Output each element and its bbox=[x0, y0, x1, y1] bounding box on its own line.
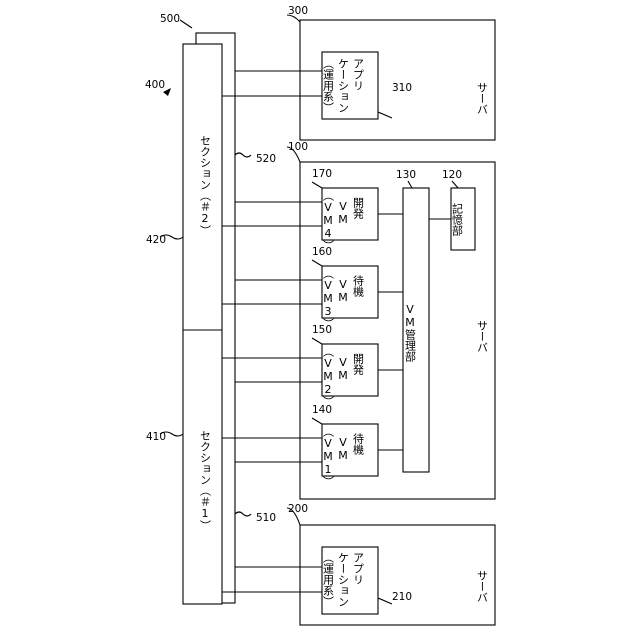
ref-vm2: 150 bbox=[312, 324, 332, 336]
vm1-id: （VM1） bbox=[322, 426, 335, 487]
ref-vm1: 140 bbox=[312, 404, 332, 416]
ref-section1: 410 bbox=[146, 431, 166, 443]
vm4-id: （VM4） bbox=[322, 190, 335, 251]
vm3-id: （VM3） bbox=[322, 268, 335, 329]
ref-network: 500 bbox=[160, 13, 180, 25]
vm2-role: 開発 bbox=[352, 353, 365, 376]
storage-label: 記憶部 bbox=[451, 202, 464, 236]
vm4-role: 開発 bbox=[352, 197, 365, 220]
vm2-id: （VM2） bbox=[322, 346, 335, 407]
app-top-line3: （運用系） bbox=[322, 58, 335, 113]
vm2-vm: VM bbox=[337, 356, 350, 382]
ref-server-top: 300 bbox=[288, 5, 308, 17]
ref-storage: 120 bbox=[442, 169, 462, 181]
app-bottom-line3: （運用系） bbox=[322, 552, 335, 607]
ref-server-bottom: 200 bbox=[288, 503, 308, 515]
vm3-role: 待機 bbox=[352, 274, 365, 298]
ref-app-bottom: 210 bbox=[392, 591, 412, 603]
section1-label: セクション（＃1） bbox=[199, 430, 212, 531]
vm1-role: 待機 bbox=[352, 432, 365, 456]
server-mid-label: サーバ bbox=[476, 320, 489, 353]
ref-section1-lines: 510 bbox=[256, 512, 276, 524]
ref-vm-manager: 130 bbox=[396, 169, 416, 181]
ref-server-mid: 100 bbox=[288, 141, 308, 153]
app-bottom-line2: ケーション bbox=[337, 552, 350, 607]
server-top-label: サーバ bbox=[476, 82, 489, 115]
vm4-vm: VM bbox=[337, 200, 350, 226]
vm3-vm: VM bbox=[337, 278, 350, 304]
section2-label: セクション（＃2） bbox=[199, 135, 212, 236]
app-bottom-line1: アプリ bbox=[352, 552, 365, 585]
server-bottom-label: サーバ bbox=[476, 570, 489, 603]
vm1-vm: VM bbox=[337, 436, 350, 462]
app-top-line1: アプリ bbox=[352, 58, 365, 91]
ref-vm4: 170 bbox=[312, 168, 332, 180]
ref-system: 400 bbox=[145, 79, 165, 91]
vm-manager-label: VM管理部 bbox=[404, 303, 417, 362]
ref-section2: 420 bbox=[146, 234, 166, 246]
ref-section2-lines: 520 bbox=[256, 153, 276, 165]
app-top-line2: ケーション bbox=[337, 58, 350, 113]
ref-app-top: 310 bbox=[392, 82, 412, 94]
ref-vm3: 160 bbox=[312, 246, 332, 258]
